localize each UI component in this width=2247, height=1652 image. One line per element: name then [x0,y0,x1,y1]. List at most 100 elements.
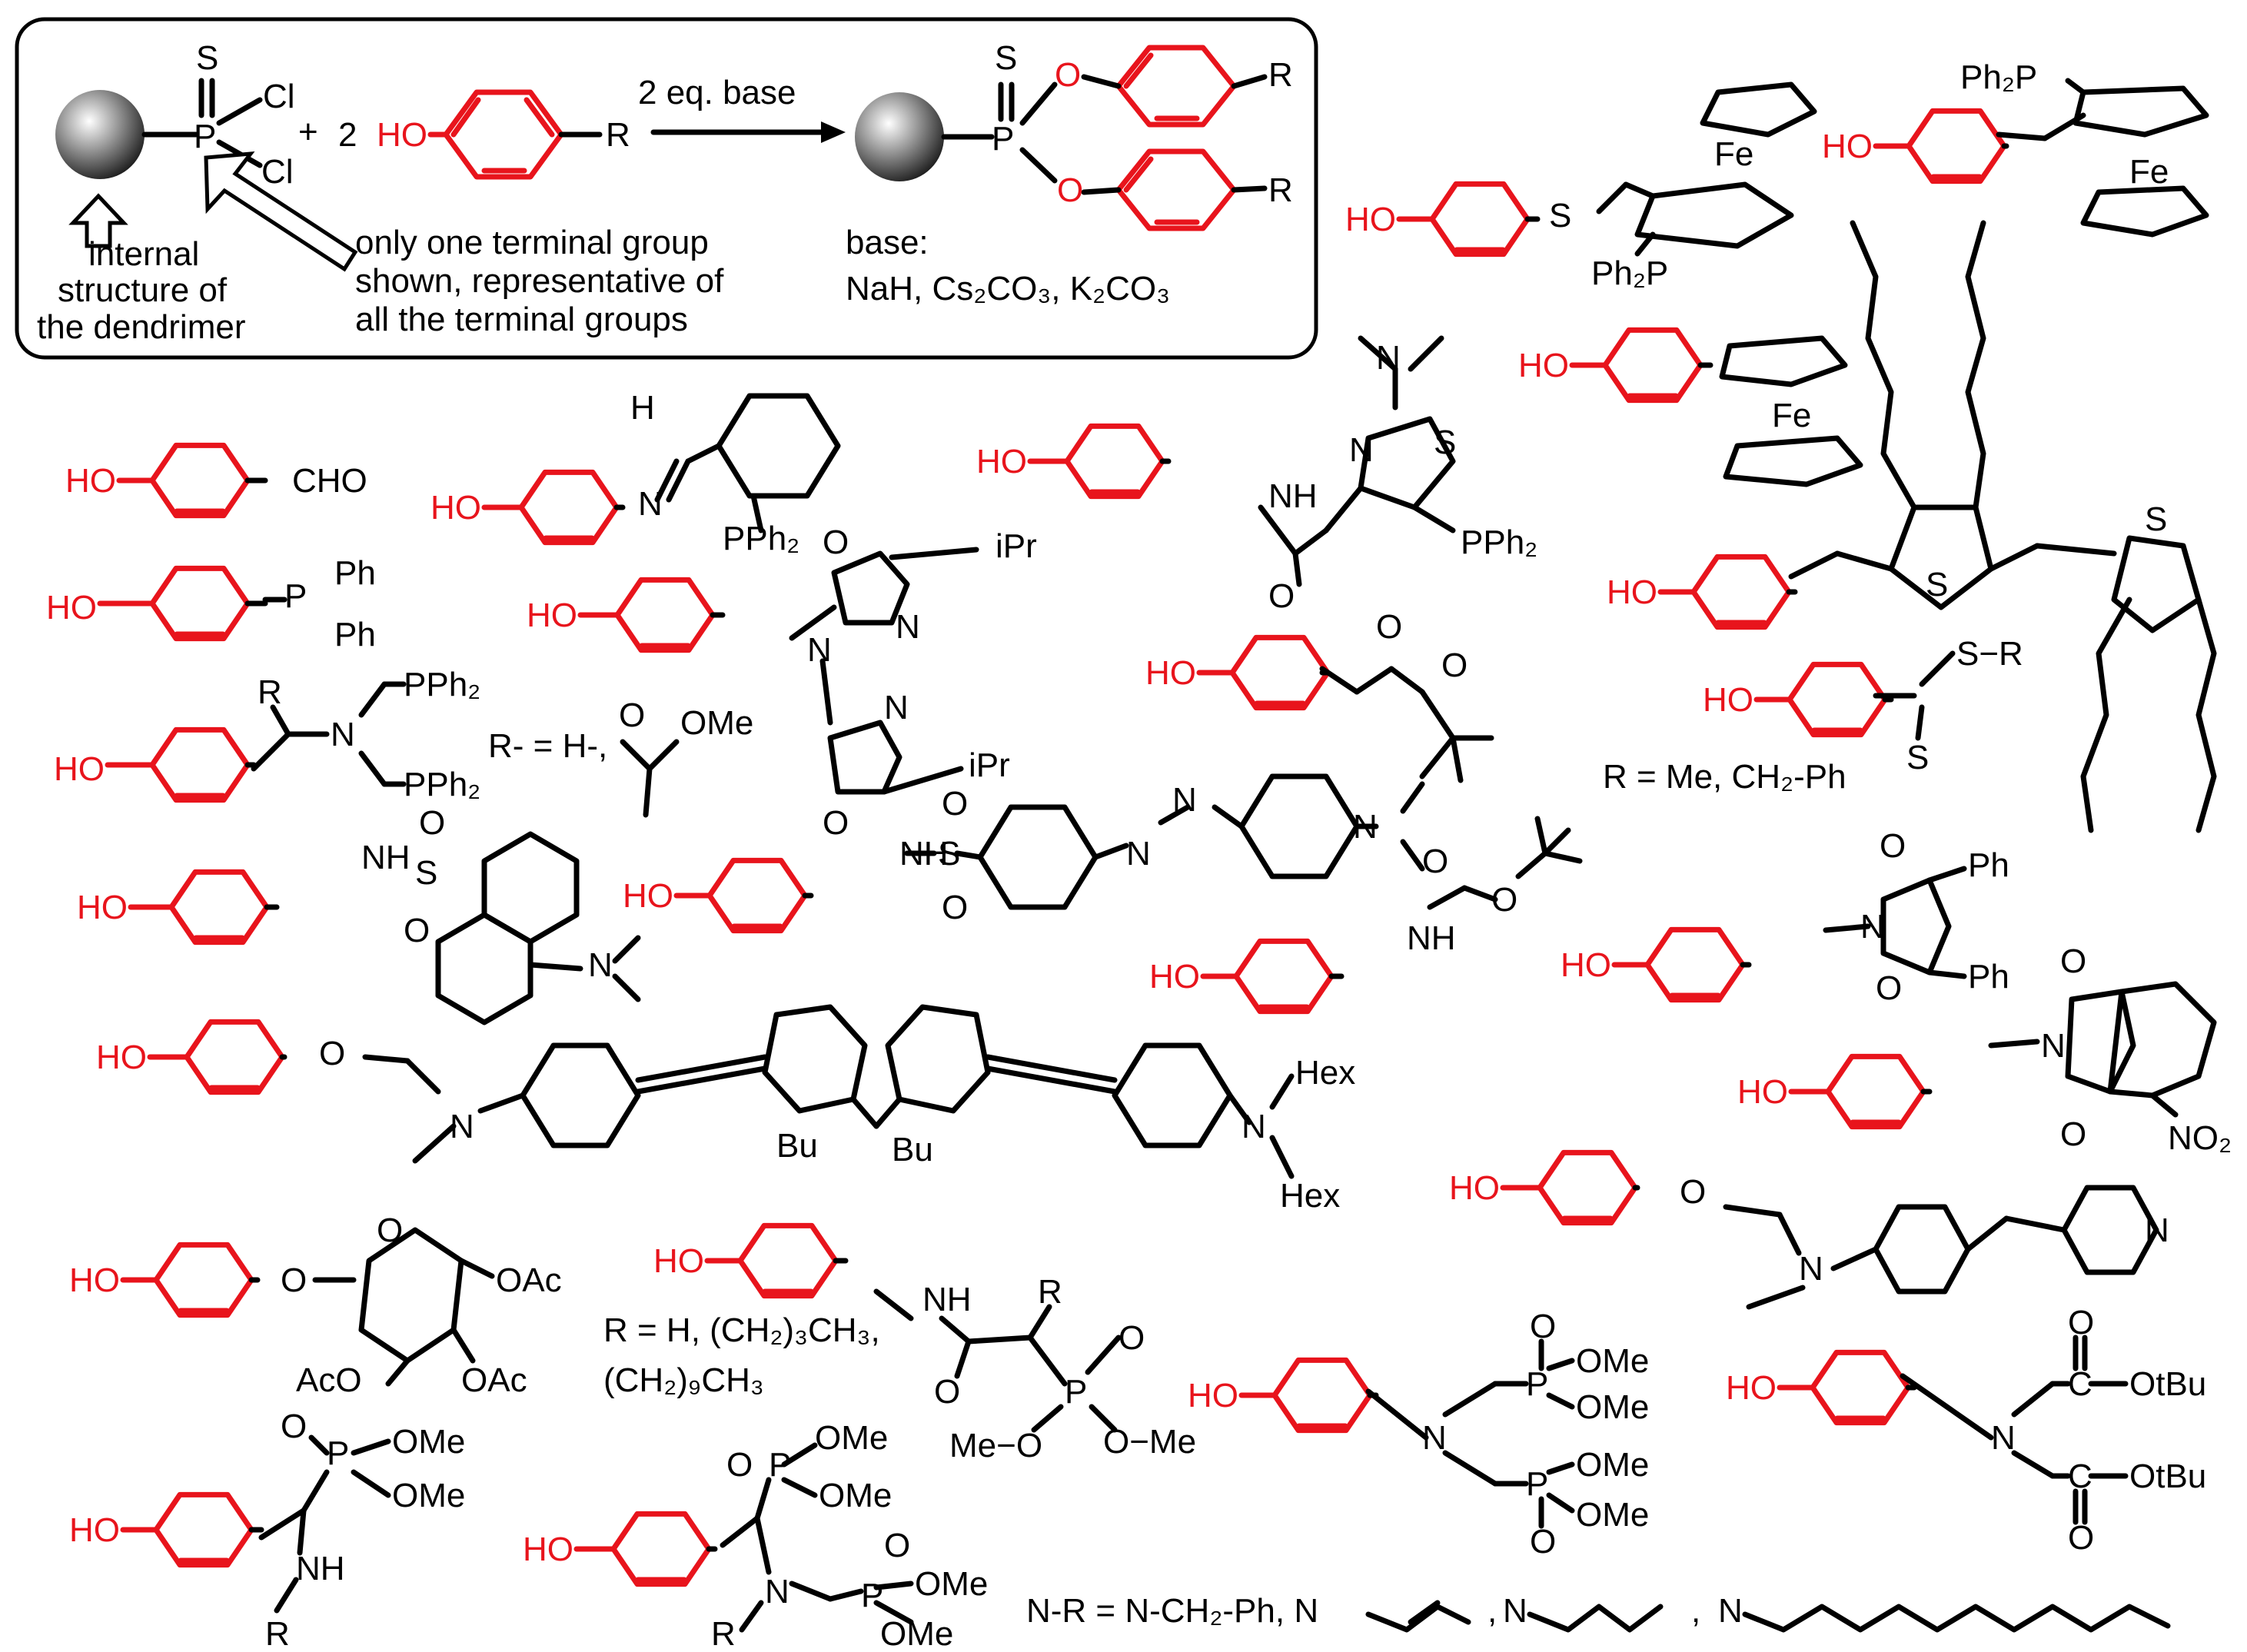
ho-label: HO [523,1531,573,1568]
r-label: R [711,1615,736,1652]
nr-def-label: N-R = N-CH₂-Ph, N [1026,1592,1318,1630]
o-label: O [404,912,430,949]
hydroxyphenyl-unit: HO [1822,108,2009,184]
n-label: N [331,716,355,753]
n-label: N [1126,835,1151,873]
o-label: O [884,1527,910,1564]
s-label: S [938,835,960,873]
hydroxyphenyl-unit: HO [1518,327,1714,404]
o-label: O [2068,1304,2094,1341]
benzene-ring [184,1019,285,1095]
acetylated-sugar: O O OAc OAc AcO [281,1212,562,1399]
s-r-label: S−R [1956,635,2023,673]
nh-label: NH [899,835,949,873]
n-label: N [807,631,832,669]
ho-label: HO [69,1511,120,1549]
ho-label: HO [1345,201,1396,238]
benzene-ring [1233,938,1335,1015]
n-label: N [1172,781,1197,819]
otbu-label: OtBu [2129,1458,2206,1495]
hydroxyphenyl-unit: HO [1561,926,1752,1003]
hydroxyphenyl-unit: HO [1449,1149,1640,1226]
n-label: N [1860,908,1885,946]
benzene-ring [1229,634,1331,711]
bis-tbu-ester-amine: N C C O O OtBu OtBu [1900,1304,2206,1557]
dithioester: S−R S R = Me, CH₂-Ph [1603,635,2023,796]
benzene-ring [1602,327,1704,404]
hydroxyphenyl-unit: HO [77,869,280,946]
fe-label: Fe [1714,135,1753,173]
o-label: O [1491,881,1517,919]
reactant-cl2-label: Cl [261,153,294,191]
hydroxyphenyl-unit: HO [1145,634,1331,711]
coefficient-label: 2 [338,116,357,154]
product-r2-label: R [1268,171,1293,209]
fluorene-dialkyne: N O N Bu Bu Hex Hex [319,1004,1355,1215]
alpha-aminophosphonate: P O OMe OMe NH R [258,1408,465,1652]
ome-label: OMe [1576,1342,1649,1380]
ho-label: HO [96,1039,147,1076]
benzene-ring [706,857,808,934]
hydroxyphenyl-unit: HO [1737,1053,1933,1130]
s-label: S [1549,197,1571,234]
r-label: R [258,673,282,711]
reactant-p-label: P [194,118,216,155]
ome-label: OMe [1576,1496,1649,1534]
hydroxyphenyl-unit: HO [54,726,257,803]
hydroxyphenyl-unit: HO [527,577,726,653]
bis-phosphino-amine: R N PPh₂ PPh₂ R- = H-, O OMe [251,666,753,818]
bis-phosphonate-amine: N P P O O OMe OMe OMe OMe [1365,1308,1649,1561]
ho-label: HO [1188,1377,1238,1414]
hydroxyphenyl-unit: HO [1703,661,1894,738]
dendrimer-sphere-icon [855,92,944,181]
reactant-s-label: S [196,39,218,77]
reaction-scheme-box: S P Cl Cl internal structure of the dend… [15,17,1318,360]
ho-label: HO [1149,958,1200,996]
ho-label: HO [1449,1169,1500,1207]
reaction-arrow [650,121,846,143]
pph2-label: PPh₂ [404,766,480,803]
terminal-pointer-arrow-icon [204,151,358,272]
aco-label: AcO [296,1361,362,1399]
ipr-label: iPr [996,527,1037,565]
n-label: N [1422,1419,1447,1457]
r-label: R [265,1615,290,1652]
hydroxyphenyl-unit: HO [96,1019,288,1095]
o-label: O [1530,1523,1556,1561]
o-label: O [726,1446,753,1484]
n-label: N [2041,1027,2066,1065]
p-label: P [769,1446,791,1484]
benzene-ring [149,565,251,642]
o-label: O [619,696,645,734]
r-def-thio: R = Me, CH₂-Ph [1603,758,1846,796]
up-arrow-icon [68,193,128,248]
p-label: P [327,1434,349,1472]
otbu-label: OtBu [2129,1365,2206,1403]
n-label: N [1353,808,1378,846]
ho-label: HO [1726,1369,1777,1407]
ome-label: OMe [1576,1446,1649,1484]
hydroxyphenyl-unit: HO [1188,1357,1379,1434]
reactant-phenol-ring [427,89,603,180]
nh-label: NH [296,1550,345,1587]
oac-label: OAc [461,1361,527,1399]
n-label: N [1242,1108,1266,1145]
hydroxyphenyl-unit: HO [430,469,626,546]
internal-line2: structure of [58,271,228,309]
comma-label: , [1487,1592,1497,1630]
benzene-ring [614,577,716,653]
base-list: NaH, Cs₂CO₃, K₂CO₃ [846,270,1170,307]
benzene-ring [610,1511,712,1587]
aminothiazole-amide: N N S NH O PPh₂ [1258,335,1537,615]
hydroxyphenyl-unit: HO [69,1491,264,1568]
s-label: S [415,854,437,892]
benzene-ring [1064,423,1165,500]
o-label: O [2060,942,2086,980]
arrow-label: 2 eq. base [638,74,796,111]
azo-sulfonamide: NH S O O N N N [899,773,1425,926]
product-o2-label: O [1057,171,1083,209]
terminal-line2: shown, representative of [355,262,724,300]
nh-label: NH [922,1281,972,1318]
pyridyl-vinyl-amine: N O N [1680,1173,2169,1310]
ho-label: HO [54,750,105,788]
